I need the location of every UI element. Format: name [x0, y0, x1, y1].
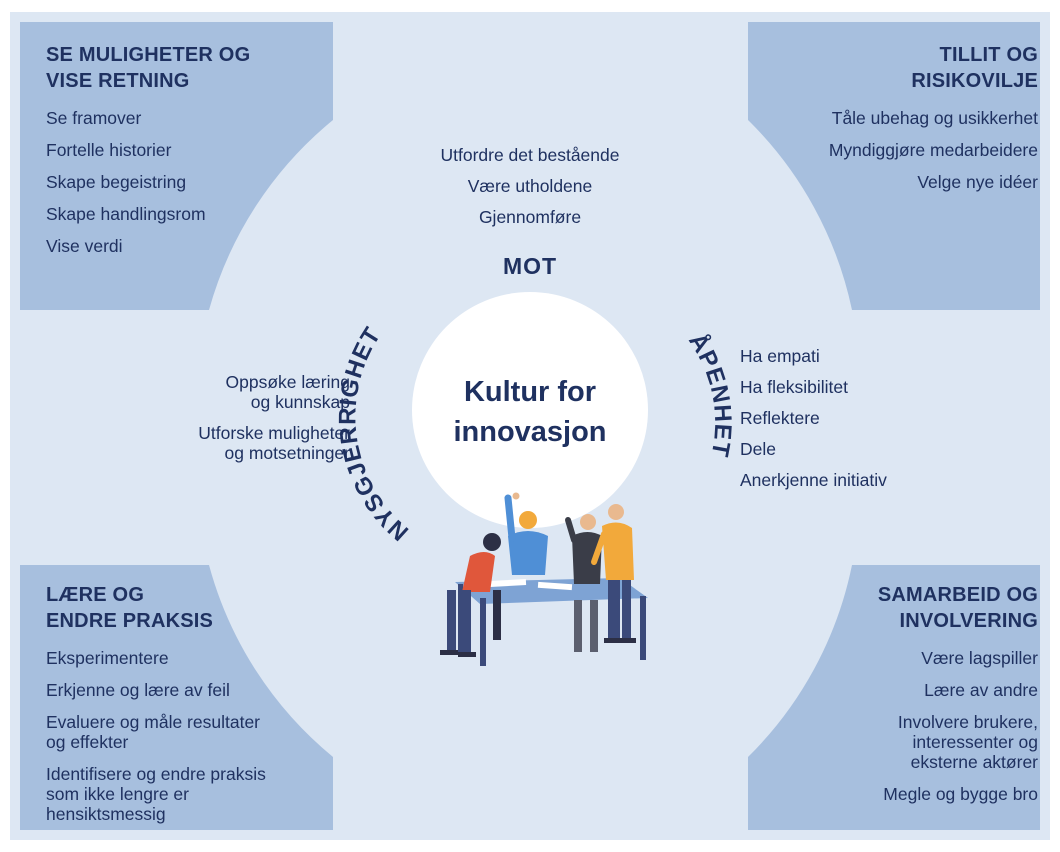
list-item: Anerkjenne initiativ — [740, 470, 887, 490]
list-item: Dele — [740, 439, 776, 459]
list-item: Velge nye idéer — [917, 172, 1038, 192]
panel-bottom-left-shape — [20, 565, 333, 830]
list-item: Skape begeistring — [46, 172, 187, 192]
center-circle — [412, 292, 648, 528]
panel-top-left: SE MULIGHETER OG VISE RETNING Se framove… — [46, 42, 326, 268]
mot-label: MOT — [502, 253, 558, 279]
list-item: Ha fleksibilitet — [740, 377, 848, 397]
center-title: Kultur for innovasjon — [453, 376, 607, 448]
apenhet-item-list: Ha empati Ha fleksibilitet Reflektere De… — [740, 346, 960, 501]
list-item: Utforske muligheter og motsetninger — [198, 423, 350, 463]
list-item: Myndiggjøre medarbeidere — [828, 140, 1038, 160]
list-item: Reflektere — [740, 408, 820, 428]
nysgjerrighet-item-list: Oppsøke læring og kunnskap Utforske muli… — [150, 372, 350, 474]
team-collaborating-at-table-illustration — [440, 492, 648, 666]
list-item: Se framover — [46, 108, 142, 128]
panel-item-list: Tåle ubehag og usikkerhet Myndiggjøre me… — [748, 108, 1038, 192]
list-item: Ha empati — [740, 346, 820, 366]
list-item: Oppsøke læring og kunnskap — [225, 372, 351, 412]
panel-bottom-right: SAMARBEID OG INVOLVERING Være lagspiller… — [748, 582, 1038, 816]
panel-bottom-left: LÆRE OG ENDRE PRAKSIS Eksperimentere Erk… — [46, 582, 336, 836]
panel-item-list: Være lagspiller Lære av andre Involvere … — [748, 648, 1038, 804]
list-item: Eksperimentere — [46, 648, 169, 668]
mot-item-list: Utfordre det bestående Være utholdene Gj… — [400, 145, 660, 238]
list-item: Være utholdene — [467, 176, 593, 196]
list-item: Fortelle historier — [46, 140, 172, 160]
panel-item-list: Eksperimentere Erkjenne og lære av feil … — [46, 648, 336, 824]
panel-title: SAMARBEID OG INVOLVERING — [877, 584, 1038, 632]
list-item: Tåle ubehag og usikkerhet — [831, 108, 1038, 128]
list-item: Involvere brukere, interessenter og ekst… — [897, 712, 1038, 772]
list-item: Vise verdi — [46, 236, 123, 256]
panel-title: LÆRE OG ENDRE PRAKSIS — [46, 584, 214, 632]
panel-top-right-shape — [748, 22, 1040, 310]
list-item: Være lagspiller — [921, 648, 1038, 668]
panel-item-list: Se framover Fortelle historier Skape beg… — [46, 108, 326, 256]
list-item: Identifisere og endre praksis som ikke l… — [46, 764, 266, 824]
list-item: Utfordre det bestående — [440, 145, 620, 165]
panel-title: SE MULIGHETER OG VISE RETNING — [46, 44, 251, 92]
panel-bottom-right-shape — [748, 565, 1040, 830]
list-item: Skape handlingsrom — [46, 204, 206, 224]
panel-top-right: TILLIT OG RISIKOVILJE Tåle ubehag og usi… — [748, 42, 1038, 204]
panel-title: TILLIT OG RISIKOVILJE — [911, 44, 1038, 92]
list-item: Erkjenne og lære av feil — [46, 680, 230, 700]
list-item: Lære av andre — [924, 680, 1038, 700]
panel-top-left-shape — [20, 22, 333, 310]
list-item: Evaluere og måle resultater og effekter — [46, 712, 260, 752]
list-item: Gjennomføre — [478, 207, 582, 227]
list-item: Megle og bygge bro — [883, 784, 1038, 804]
